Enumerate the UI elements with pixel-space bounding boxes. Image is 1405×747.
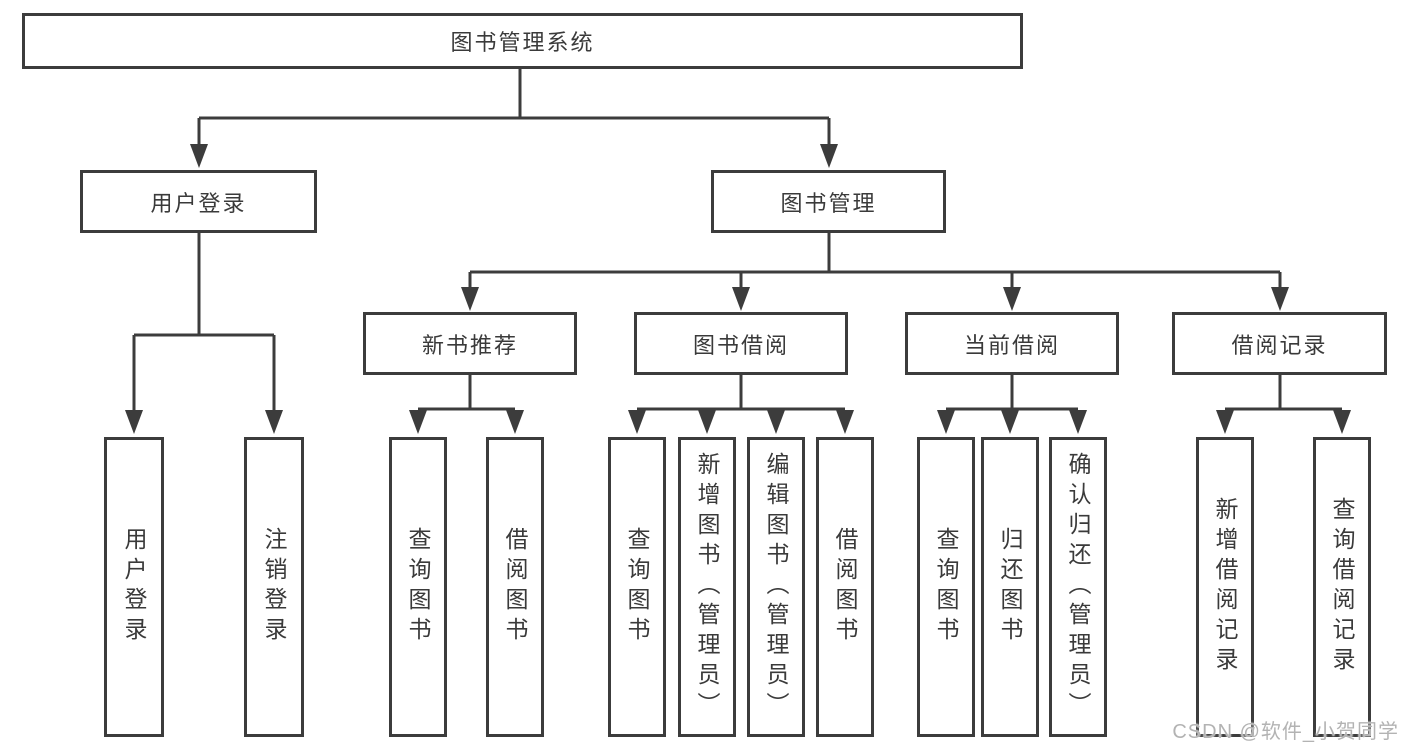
leaf-logout: 注销登录 (244, 437, 304, 737)
leaf-current-confirm-return-admin: 确认归还（管理员） (1049, 437, 1107, 737)
node-new-book-recommend: 新书推荐 (363, 312, 577, 375)
leaf-current-query-books: 查询图书 (917, 437, 975, 737)
leaf-records-add-record: 新增借阅记录 (1196, 437, 1254, 737)
leaf-user-login: 用户登录 (104, 437, 164, 737)
node-borrow-records: 借阅记录 (1172, 312, 1387, 375)
node-library-management-system: 图书管理系统 (22, 13, 1023, 69)
node-current-borrow: 当前借阅 (905, 312, 1119, 375)
connector-segments (132, 69, 1342, 412)
leaf-borrow-borrow-books: 借阅图书 (816, 437, 874, 737)
node-user-login-branch: 用户登录 (80, 170, 317, 233)
leaf-newbook-borrow-books: 借阅图书 (486, 437, 544, 737)
leaf-borrow-add-books-admin: 新增图书（管理员） (678, 437, 736, 737)
leaf-newbook-query-books: 查询图书 (389, 437, 447, 737)
node-book-borrow: 图书借阅 (634, 312, 848, 375)
csdn-watermark: CSDN @软件_小贺同学 (1172, 721, 1399, 743)
node-book-management-branch: 图书管理 (711, 170, 946, 233)
leaf-borrow-edit-books-admin: 编辑图书（管理员） (747, 437, 805, 737)
arrowheads (125, 144, 1351, 434)
leaf-borrow-query-books: 查询图书 (608, 437, 666, 737)
leaf-current-return-books: 归还图书 (981, 437, 1039, 737)
leaf-records-query-record: 查询借阅记录 (1313, 437, 1371, 737)
